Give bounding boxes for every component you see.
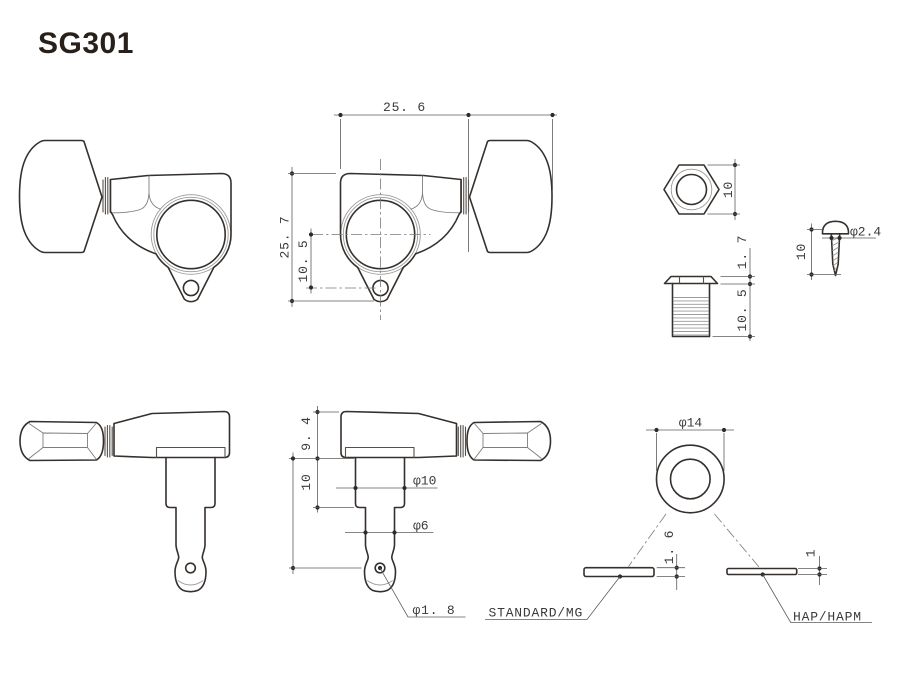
dim-nut-size: 10 [721, 181, 736, 198]
dim-post-diameter: φ10 [413, 474, 436, 489]
front-view-left-tuner [18, 139, 232, 303]
dim-screw-length: 10 [794, 243, 809, 260]
bushing-view: 1. 7 10. 5 [663, 235, 755, 341]
washer-views: φ14 1. 6 STANDARD/MG 1 HAP/HAPM [485, 416, 872, 625]
label-standard-mg: STANDARD/MG [489, 606, 584, 621]
side-view-left-tuner [19, 410, 231, 593]
front-view-dimensions: 25. 6 25. 7 10. 5 [278, 100, 557, 307]
page-title: SG301 [38, 27, 134, 60]
dim-hap-thickness: 1 [804, 549, 819, 558]
side-view-right-tuner [340, 410, 552, 593]
dim-shaft-diameter: φ6 [413, 519, 429, 534]
dim-front-width: 25. 6 [383, 100, 426, 115]
dim-screw-diameter: φ2.4 [850, 225, 881, 240]
dim-washer-diameter: φ14 [679, 416, 703, 431]
dim-bushing-thread: 10. 5 [735, 288, 750, 331]
label-hap-hapm: HAP/HAPM [793, 610, 862, 625]
dim-front-height: 25. 7 [278, 215, 293, 258]
dim-front-hole-offset: 10. 5 [296, 239, 311, 282]
screw-view: φ2.4 10 [794, 220, 881, 280]
nut-view: 10 [663, 159, 740, 220]
front-view-right-tuner [339, 139, 553, 303]
dim-standard-thickness: 1. 6 [662, 530, 677, 564]
dim-post-length: 10 [299, 473, 314, 490]
dim-bushing-flange: 1. 7 [735, 235, 750, 269]
front-view-centerlines [306, 159, 431, 320]
side-view-dimensions: 9. 4 10 φ10 φ6 φ1. 8 [289, 406, 466, 618]
dim-housing-height: 9. 4 [299, 416, 314, 450]
dim-hole-diameter: φ1. 8 [413, 603, 456, 618]
